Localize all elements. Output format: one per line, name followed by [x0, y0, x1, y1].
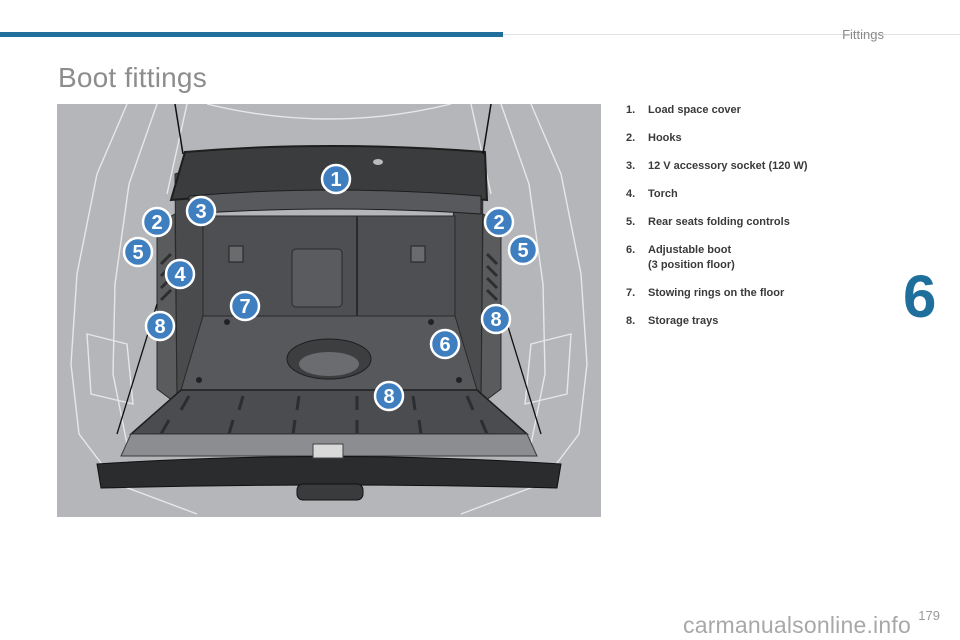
- legend-item: 5. Rear seats folding controls: [626, 215, 866, 230]
- legend-item-number: 7.: [626, 287, 636, 299]
- legend-item: 1. Load space cover: [626, 103, 866, 118]
- callout-8-left: 8: [144, 310, 176, 342]
- legend-item-label-line1: Adjustable boot: [648, 244, 732, 256]
- legend-item-number: 1.: [626, 104, 636, 116]
- svg-text:8: 8: [383, 386, 394, 408]
- legend-item-number: 8.: [626, 315, 636, 327]
- callout-4: 4: [164, 258, 196, 290]
- legend-item-label: Torch: [648, 188, 678, 200]
- callout-5-left: 5: [122, 236, 154, 268]
- section-name: Fittings: [842, 27, 884, 42]
- legend-item: 6. Adjustable boot (3 position floor): [626, 243, 866, 273]
- watermark: carmanualsonline.info: [683, 612, 911, 638]
- svg-text:2: 2: [151, 212, 162, 234]
- legend-item-label: 12 V accessory socket (120 W): [648, 160, 808, 172]
- legend-item-label: Stowing rings on the floor: [648, 287, 785, 299]
- svg-text:3: 3: [195, 201, 206, 223]
- legend-item-label: Rear seats folding controls: [648, 216, 790, 228]
- svg-text:4: 4: [174, 264, 186, 286]
- header-rule: [503, 34, 960, 35]
- callout-8-right: 8: [480, 303, 512, 335]
- legend-item-number: 6.: [626, 244, 636, 256]
- fittings-legend: 1. Load space cover 2. Hooks 3. 12 V acc…: [626, 103, 866, 342]
- svg-text:2: 2: [493, 212, 504, 234]
- chapter-number: 6: [903, 263, 937, 330]
- boot-illustration: 1 2 3 2 5 4 5: [57, 104, 601, 517]
- legend-item-label: Load space cover: [648, 104, 741, 116]
- page-number: 179: [918, 608, 940, 623]
- callout-7: 7: [229, 290, 261, 322]
- legend-item-label: Storage trays: [648, 315, 719, 327]
- legend-item: 8. Storage trays: [626, 314, 866, 329]
- legend-item-number: 2.: [626, 132, 636, 144]
- legend-item: 2. Hooks: [626, 131, 866, 146]
- legend-item: 4. Torch: [626, 187, 866, 202]
- legend-item: 3. 12 V accessory socket (120 W): [626, 159, 866, 174]
- svg-text:8: 8: [154, 316, 165, 338]
- page-title: Boot fittings: [58, 62, 207, 93]
- legend-item-label: Hooks: [648, 132, 682, 144]
- callout-5-right: 5: [507, 234, 539, 266]
- callout-8-center: 8: [373, 380, 405, 412]
- callout-1: 1: [320, 163, 352, 195]
- callout-2-right: 2: [483, 206, 515, 238]
- callout-2-left: 2: [141, 206, 173, 238]
- svg-text:6: 6: [439, 334, 450, 356]
- callout-6: 6: [429, 328, 461, 360]
- legend-item-number: 3.: [626, 160, 636, 172]
- legend-item-number: 5.: [626, 216, 636, 228]
- svg-text:1: 1: [330, 169, 341, 191]
- svg-text:5: 5: [517, 240, 528, 262]
- svg-text:5: 5: [132, 242, 143, 264]
- svg-text:7: 7: [239, 296, 250, 318]
- callout-3: 3: [185, 195, 217, 227]
- legend-item-label: Adjustable boot (3 position floor): [648, 243, 866, 273]
- header-accent-bar: [0, 32, 503, 37]
- legend-item-label-line2: (3 position floor): [648, 259, 735, 271]
- legend-item-number: 4.: [626, 188, 636, 200]
- legend-item: 7. Stowing rings on the floor: [626, 286, 866, 301]
- svg-text:8: 8: [490, 309, 501, 331]
